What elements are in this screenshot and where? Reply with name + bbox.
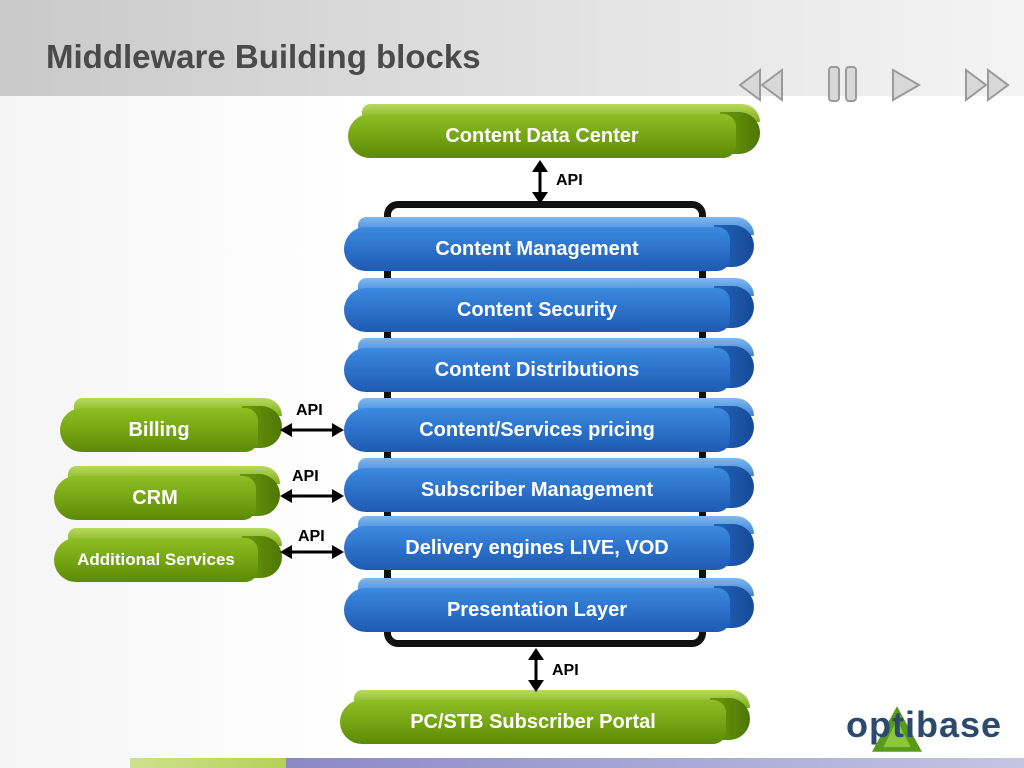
rewind-icon[interactable] xyxy=(736,66,788,104)
api-arrow-billing xyxy=(280,423,344,437)
footer-strip-green xyxy=(130,758,286,768)
api-arrow-bottom xyxy=(528,648,544,692)
layer-content-services-pricing: Content/Services pricing xyxy=(344,398,754,452)
footer-strip-purple xyxy=(286,758,1024,768)
subscriber-portal-block: PC/STB Subscriber Portal xyxy=(340,690,750,744)
layer-delivery-engines: Delivery engines LIVE, VOD xyxy=(344,516,754,570)
fast-forward-icon[interactable] xyxy=(962,66,1014,104)
api-label-billing: API xyxy=(296,402,323,419)
pause-icon[interactable] xyxy=(826,64,860,104)
layer-label: Content Security xyxy=(456,298,618,321)
content-data-center-block: Content Data Center xyxy=(348,104,760,158)
layer-label: Content Management xyxy=(435,237,639,260)
layer-content-management: Content Management xyxy=(344,217,754,271)
play-icon[interactable] xyxy=(888,66,924,104)
api-label-additional: API xyxy=(298,528,325,545)
layer-content-security: Content Security xyxy=(344,278,754,332)
api-arrow-additional xyxy=(280,545,344,559)
layer-subscriber-management: Subscriber Management xyxy=(344,458,754,512)
billing-block: Billing xyxy=(60,398,282,452)
optibase-logo-text: optibase xyxy=(846,704,1003,745)
layer-label: Delivery engines LIVE, VOD xyxy=(405,536,669,559)
content-data-center-label: Content Data Center xyxy=(445,124,639,147)
page-title: Middleware Building blocks xyxy=(46,38,481,75)
additional-services-label: Additional Services xyxy=(77,550,235,569)
layer-presentation: Presentation Layer xyxy=(344,578,754,632)
billing-label: Billing xyxy=(128,418,190,441)
subscriber-portal-label: PC/STB Subscriber Portal xyxy=(410,710,656,733)
additional-services-block: Additional Services xyxy=(54,528,282,582)
layer-label: Content/Services pricing xyxy=(419,418,655,441)
api-arrow-top xyxy=(532,160,548,204)
crm-label: CRM xyxy=(132,486,178,509)
api-label-top: API xyxy=(556,172,583,189)
layer-label: Presentation Layer xyxy=(446,598,628,621)
layer-label: Content Distributions xyxy=(434,358,640,381)
layer-label: Subscriber Management xyxy=(420,478,654,501)
crm-block: CRM xyxy=(54,466,280,520)
api-label-bottom: API xyxy=(552,662,579,679)
layer-content-distributions: Content Distributions xyxy=(344,338,754,392)
api-label-crm: API xyxy=(292,468,319,485)
optibase-logo-icon xyxy=(872,706,922,752)
api-arrow-crm xyxy=(280,489,344,503)
